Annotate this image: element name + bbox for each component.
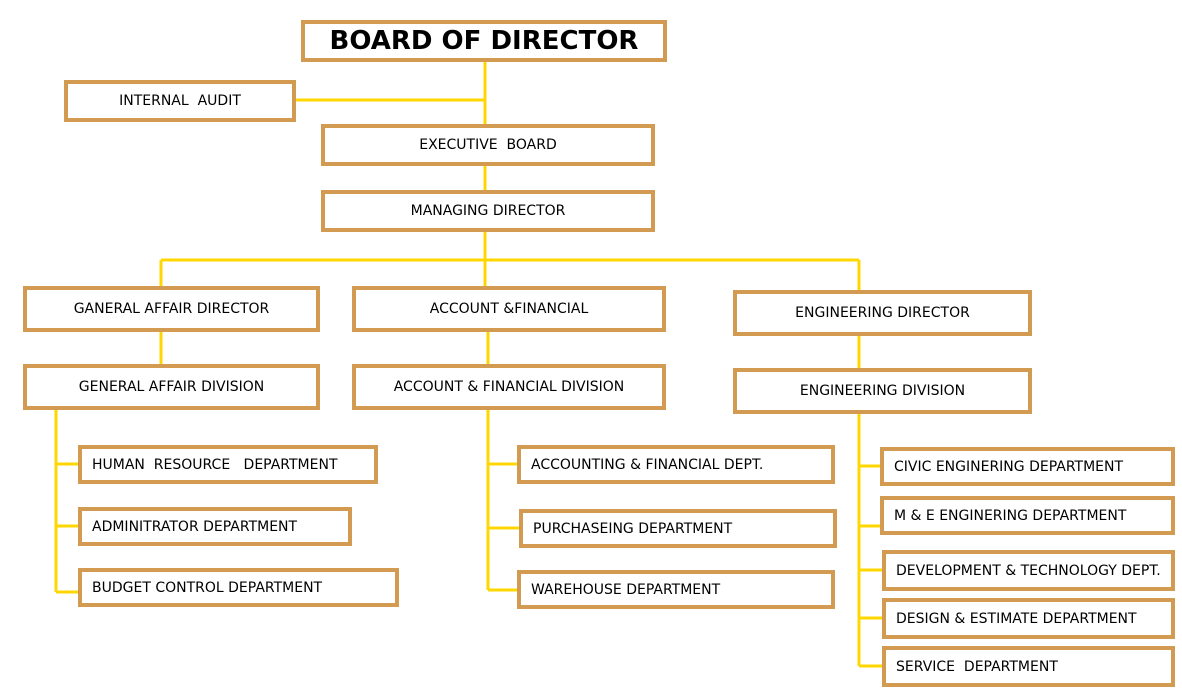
purchasing-department-box: PURCHASEING DEPARTMENT (519, 509, 837, 548)
development-technology-dept-box: DEVELOPMENT & TECHNOLOGY DEPT. (882, 550, 1175, 591)
warehouse-department-box: WAREHOUSE DEPARTMENT (517, 570, 835, 609)
accounting-financial-dept-box: ACCOUNTING & FINANCIAL DEPT. (517, 445, 835, 484)
internal-audit-box: INTERNAL AUDIT (64, 80, 296, 122)
human-resource-department-box: HUMAN RESOURCE DEPARTMENT (78, 445, 378, 484)
board-of-director-box: BOARD OF DIRECTOR (301, 20, 667, 62)
budget-control-department-box: BUDGET CONTROL DEPARTMENT (78, 568, 399, 607)
managing-director-box: MANAGING DIRECTOR (321, 190, 655, 232)
civic-engineering-department-box: CIVIC ENGINERING DEPARTMENT (880, 447, 1175, 486)
account-financial-director-box: ACCOUNT &FINANCIAL (352, 286, 666, 332)
design-estimate-department-box: DESIGN & ESTIMATE DEPARTMENT (882, 598, 1175, 639)
engineering-director-box: ENGINEERING DIRECTOR (733, 290, 1032, 336)
account-financial-division-box: ACCOUNT & FINANCIAL DIVISION (352, 364, 666, 410)
general-affair-director-box: GANERAL AFFAIR DIRECTOR (23, 286, 320, 332)
executive-board-box: EXECUTIVE BOARD (321, 124, 655, 166)
administrator-department-box: ADMINITRATOR DEPARTMENT (78, 507, 352, 546)
me-engineering-department-box: M & E ENGINERING DEPARTMENT (880, 496, 1175, 535)
general-affair-division-box: GENERAL AFFAIR DIVISION (23, 364, 320, 410)
service-department-box: SERVICE DEPARTMENT (882, 646, 1175, 687)
engineering-division-box: ENGINEERING DIVISION (733, 368, 1032, 414)
